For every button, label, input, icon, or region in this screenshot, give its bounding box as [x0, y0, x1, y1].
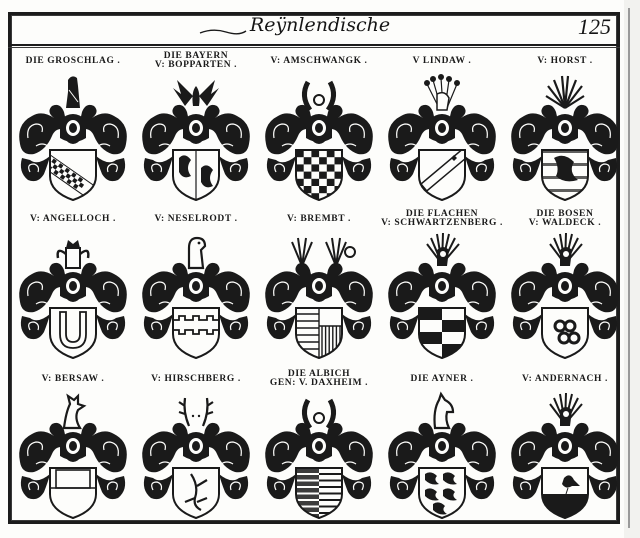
- coat-of-arms-cell-r3-c1: V: BERSAW .: [12, 370, 134, 530]
- family-name-line1: DIE BOSEN: [536, 209, 594, 219]
- family-name-label: DIE GROSCHLAG .: [12, 56, 134, 66]
- title-swash-ornament: [199, 29, 247, 35]
- family-name-line2: V: BOPPARTEN .: [154, 60, 238, 70]
- family-name-line1: V: NESELRODT .: [154, 214, 238, 224]
- family-name-line1: V: ANDERNACH .: [522, 374, 608, 384]
- coat-of-arms-embattled-icon: [142, 236, 250, 360]
- coat-of-arms-branch-icon: [142, 397, 250, 520]
- coat-of-arms-cell-r1-c1: DIE GROSCHLAG .: [12, 52, 134, 212]
- page-edge: [624, 0, 640, 538]
- family-name-label: DIE FLACHEN V: SCHWARTZENBERG .: [381, 209, 503, 228]
- coat-of-arms-per-fess-icon: [19, 393, 127, 520]
- coat-of-arms-rings-icon: [511, 232, 619, 360]
- coat-of-arms-cell-r2-c4: DIE FLACHEN V: SCHWARTZENBERG .: [381, 209, 503, 370]
- page-edge-shadow: [628, 8, 630, 528]
- page-number: 125: [578, 14, 611, 39]
- header-rule: [8, 44, 620, 46]
- family-name-line1: DIE GROSCHLAG .: [25, 56, 121, 66]
- family-name-line1: DIE FLACHEN: [405, 209, 479, 219]
- coat-of-arms-cell-r2-c5: DIE BOSEN V: WALDECK .: [504, 209, 626, 370]
- coat-of-arms-cell-r2-c2: V: NESELRODT .: [135, 210, 257, 370]
- family-name-line1: V: BERSAW .: [41, 374, 105, 384]
- coat-of-arms-cell-r1-c2: DIE BAYERN V: BOPPARTEN .: [135, 51, 257, 212]
- coat-of-arms-per-pale-lion-icon: [142, 80, 250, 202]
- coat-of-arms-lions-icon: [388, 391, 496, 520]
- coat-of-arms-checky-icon: [265, 80, 373, 202]
- family-name-label: V: HIRSCHBERG .: [135, 374, 257, 384]
- coat-of-arms-bend-checky-icon: [19, 76, 127, 202]
- inner-frame: [11, 15, 617, 521]
- coat-of-arms-cell-r2-c1: V: ANGELLOCH .: [12, 210, 134, 370]
- coat-of-arms-cell-r1-c5: V: HORST .: [504, 52, 626, 212]
- family-name-line2: GEN: V. DAXHEIM .: [269, 378, 369, 388]
- family-name-label: DIE ALBICH GEN: V. DAXHEIM .: [258, 369, 380, 388]
- family-name-line1: DIE AYNER .: [410, 374, 474, 384]
- coat-of-arms-per-pale-bars-icon: [265, 237, 373, 360]
- family-name-label: V LINDAW .: [381, 56, 503, 66]
- family-name-line1: V: HORST .: [537, 56, 593, 66]
- family-name-line1: DIE ALBICH: [287, 369, 351, 379]
- family-name-label: V: BERSAW .: [12, 374, 134, 384]
- family-name-label: V: BREMBT .: [258, 214, 380, 224]
- coat-of-arms-quarterly-icon: [388, 232, 496, 360]
- coat-of-arms-cell-r3-c5: V: ANDERNACH .: [504, 370, 626, 530]
- coat-of-arms-cell-r1-c3: V: AMSCHWANGK .: [258, 52, 380, 212]
- header-rule-inner: [8, 47, 620, 48]
- family-name-label: DIE AYNER .: [381, 374, 503, 384]
- family-name-line2: V: WALDECK .: [528, 218, 602, 228]
- family-name-line1: DIE BAYERN: [163, 51, 229, 61]
- coat-of-arms-cell-r2-c3: V: BREMBT .: [258, 210, 380, 370]
- coat-of-arms-barry-per-pale-icon: [265, 398, 373, 520]
- coat-of-arms-bird-dark-base-icon: [511, 392, 619, 520]
- family-name-label: V: ANGELLOCH .: [12, 214, 134, 224]
- coat-of-arms-cell-r1-c4: V LINDAW .: [381, 52, 503, 212]
- outer-frame: [8, 12, 620, 524]
- family-name-label: V: NESELRODT .: [135, 214, 257, 224]
- family-name-line1: V: HIRSCHBERG .: [151, 374, 241, 384]
- coat-of-arms-cell-r3-c3: DIE ALBICH GEN: V. DAXHEIM .: [258, 369, 380, 530]
- coat-of-arms-horseshoe-icon: [19, 240, 127, 360]
- family-name-label: DIE BAYERN V: BOPPARTEN .: [135, 51, 257, 70]
- family-name-label: V: AMSCHWANGK .: [258, 56, 380, 66]
- coat-of-arms-cell-r3-c2: V: HIRSCHBERG .: [135, 370, 257, 530]
- family-name-line1: V: AMSCHWANGK .: [270, 56, 368, 66]
- family-name-line1: V: BREMBT .: [287, 214, 351, 224]
- family-name-line1: V: ANGELLOCH .: [30, 214, 116, 224]
- coat-of-arms-cell-r3-c4: DIE AYNER .: [381, 370, 503, 530]
- family-name-label: V: HORST .: [504, 56, 626, 66]
- running-title: Reÿnlendische: [249, 14, 391, 36]
- family-name-line2: V: SCHWARTZENBERG .: [381, 218, 503, 228]
- family-name-label: DIE BOSEN V: WALDECK .: [504, 209, 626, 228]
- family-name-line1: V LINDAW .: [412, 56, 472, 66]
- coat-of-arms-bend-plain-icon: [388, 74, 496, 202]
- coat-of-arms-barry-lion-icon: [511, 75, 619, 202]
- family-name-label: V: ANDERNACH .: [504, 374, 626, 384]
